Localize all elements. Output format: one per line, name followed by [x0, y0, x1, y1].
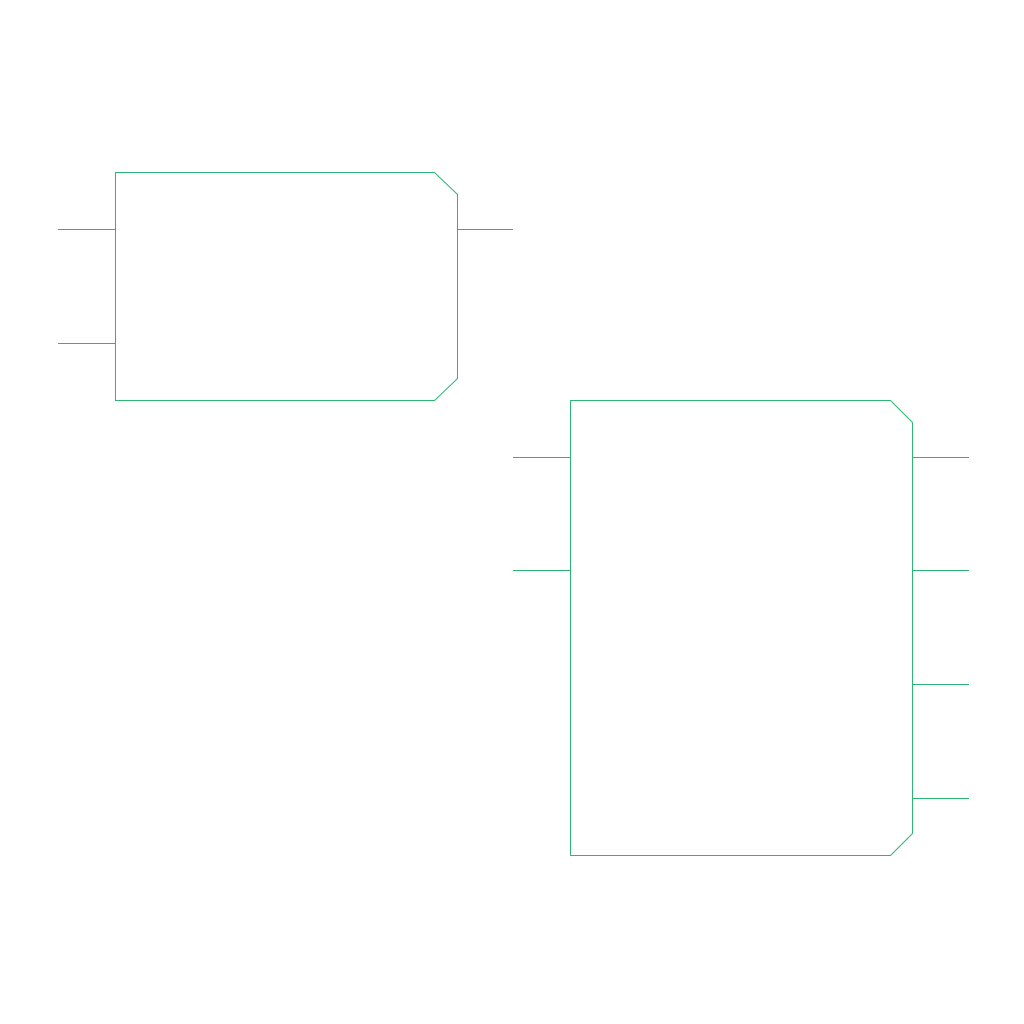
- block-a[interactable]: [58, 172, 513, 401]
- block-b-outline: [570, 400, 913, 856]
- block-a-outline: [115, 172, 458, 401]
- block-b[interactable]: [513, 400, 969, 856]
